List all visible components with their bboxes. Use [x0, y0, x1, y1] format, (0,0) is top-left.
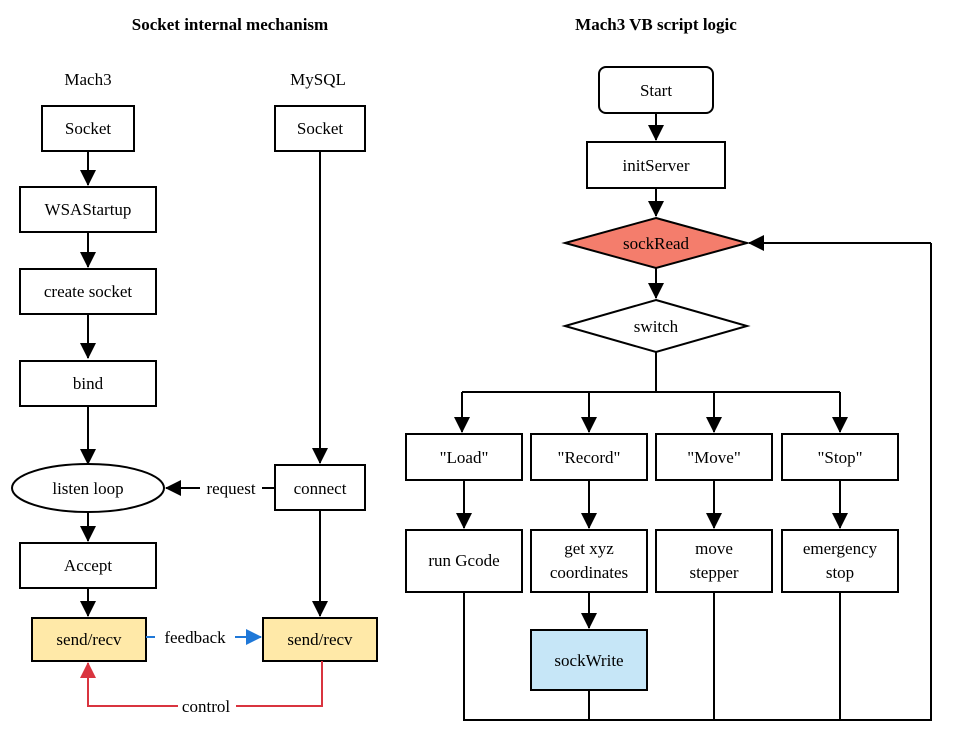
node-accept: Accept [19, 542, 157, 589]
node-move-stepper: move stepper [655, 529, 773, 593]
node-bind-label: bind [73, 374, 104, 393]
node-start: Start [598, 66, 714, 114]
node-case-stop-label: "Stop" [817, 448, 862, 467]
node-mysql-send-recv-label: send/recv [287, 630, 353, 649]
node-start-label: Start [640, 81, 672, 100]
node-create-socket-label: create socket [44, 282, 133, 301]
mysql-header: MySQL [290, 70, 346, 89]
node-mysql-socket-label: Socket [297, 119, 344, 138]
node-listen-loop-label: listen loop [52, 479, 123, 498]
node-switch: switch [561, 298, 751, 354]
node-sock-write-label: sockWrite [554, 651, 623, 670]
node-connect-label: connect [294, 479, 347, 498]
node-get-xyz: get xyz coordinates [530, 529, 648, 593]
node-case-move: "Move" [655, 433, 773, 481]
node-mach3-socket: Socket [41, 105, 135, 152]
node-create-socket: create socket [19, 268, 157, 315]
node-run-gcode-label: run Gcode [428, 551, 499, 570]
node-switch-label: switch [634, 317, 679, 336]
node-bind: bind [19, 360, 157, 407]
edge-control-label: control [182, 697, 230, 716]
node-init-server: initServer [586, 141, 726, 189]
node-connect: connect [274, 464, 366, 511]
edge-feedback-label: feedback [164, 628, 226, 647]
node-get-xyz-label-1: get xyz [564, 539, 614, 558]
edge-control-left [80, 662, 178, 707]
node-mach3-socket-label: Socket [65, 119, 112, 138]
left-title: Socket internal mechanism [132, 15, 328, 34]
node-get-xyz-label-2: coordinates [550, 563, 628, 582]
node-case-load: "Load" [405, 433, 523, 481]
node-sock-read: sockRead [561, 216, 751, 270]
node-emergency-stop-label-1: emergency [803, 539, 878, 558]
node-emergency-stop: emergency stop [781, 529, 899, 593]
node-run-gcode: run Gcode [405, 529, 523, 593]
node-mach3-send-recv-label: send/recv [56, 630, 122, 649]
node-case-record: "Record" [530, 433, 648, 481]
node-case-move-label: "Move" [687, 448, 741, 467]
node-mysql-send-recv: send/recv [262, 617, 378, 662]
node-case-stop: "Stop" [781, 433, 899, 481]
node-wsastartup: WSAStartup [19, 186, 157, 233]
node-emergency-stop-label-2: stop [826, 563, 854, 582]
node-sock-read-label: sockRead [623, 234, 690, 253]
node-case-record-label: "Record" [558, 448, 621, 467]
edge-control-right [236, 661, 323, 707]
mach3-header: Mach3 [64, 70, 111, 89]
node-move-stepper-label-2: stepper [689, 563, 738, 582]
node-listen-loop: listen loop [11, 463, 165, 513]
node-mysql-socket: Socket [274, 105, 366, 152]
node-wsastartup-label: WSAStartup [45, 200, 132, 219]
right-title: Mach3 VB script logic [575, 15, 737, 34]
node-init-server-label: initServer [622, 156, 689, 175]
edge-request-label: request [206, 479, 255, 498]
node-mach3-send-recv: send/recv [31, 617, 147, 662]
node-accept-label: Accept [64, 556, 112, 575]
node-case-load-label: "Load" [440, 448, 489, 467]
node-sock-write: sockWrite [530, 629, 648, 691]
node-move-stepper-label-1: move [695, 539, 733, 558]
